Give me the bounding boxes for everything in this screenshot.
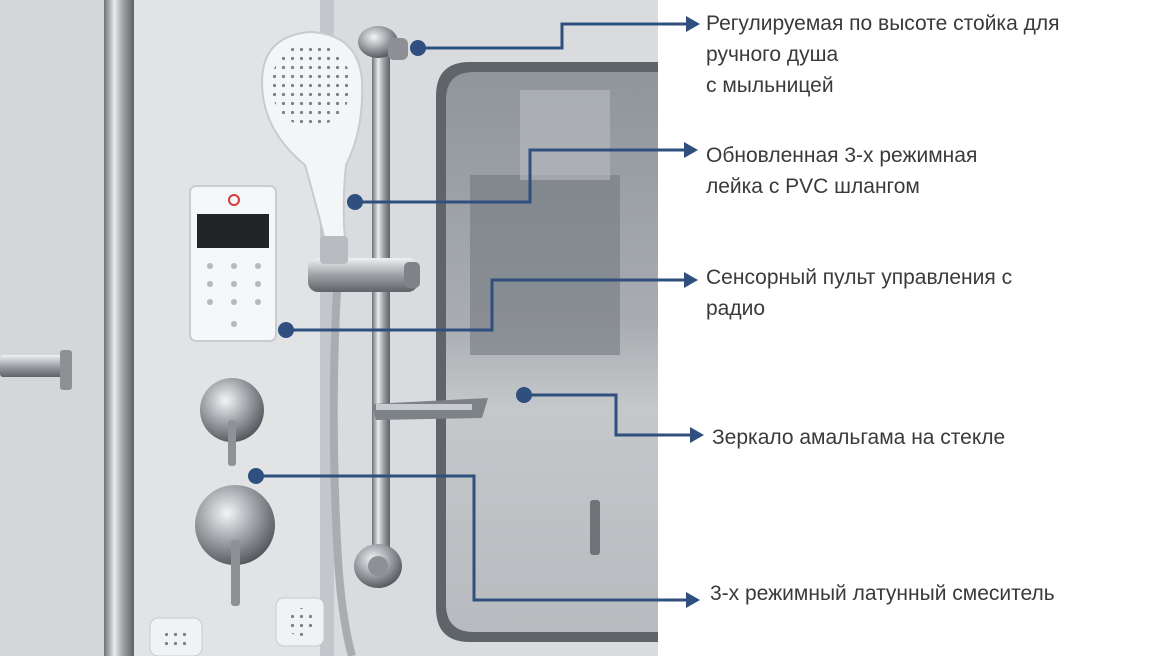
annotation-line: с мыльницей bbox=[706, 74, 834, 97]
callout-dot-4 bbox=[248, 468, 264, 484]
shower-handle-end bbox=[320, 236, 348, 264]
callout-line-3 bbox=[524, 393, 692, 437]
callout-line-4 bbox=[256, 474, 688, 602]
callout-line-2 bbox=[286, 278, 686, 332]
callout-dot-0 bbox=[410, 40, 426, 56]
callout-line-0 bbox=[418, 22, 688, 50]
callout-dot-1 bbox=[347, 194, 363, 210]
bar-top-bracket bbox=[388, 38, 408, 60]
annotation-line: Регулируемая по высоте стойка для bbox=[706, 12, 1060, 35]
annotation-line: лейка с PVC шлангом bbox=[706, 175, 920, 198]
annotation-line: ручного душа bbox=[706, 43, 839, 66]
annotation-mirror: Зеркало амальгама на стекле bbox=[712, 422, 1005, 453]
annotation-control-panel: Сенсорный пульт управления с радио bbox=[706, 262, 1012, 324]
holder-knob bbox=[404, 262, 420, 288]
panel-display bbox=[197, 214, 269, 248]
shower-holder bbox=[308, 258, 418, 292]
shower-slide-bar bbox=[372, 40, 390, 560]
arrowhead-1 bbox=[684, 142, 698, 158]
annotation-hand-shower: Обновленная 3-х режимная лейка с PVC шла… bbox=[706, 140, 977, 202]
callout-lines bbox=[256, 22, 692, 602]
glass-door bbox=[0, 0, 110, 656]
bar-bottom-cap bbox=[368, 556, 388, 576]
annotation-line: Зеркало амальгама на стекле bbox=[712, 426, 1006, 449]
callout-dot-2 bbox=[278, 322, 294, 338]
mixer-lever-bottom bbox=[231, 540, 240, 606]
annotation-slide-bar: Регулируемая по высоте стойка для ручног… bbox=[706, 8, 1059, 101]
jet-nozzles bbox=[286, 608, 314, 636]
arrowhead-4 bbox=[686, 592, 700, 608]
shower-hose bbox=[329, 289, 356, 656]
arrowhead-3 bbox=[690, 427, 704, 443]
callout-dots bbox=[248, 40, 532, 484]
door-handle-mount bbox=[60, 350, 72, 390]
callout-line-1 bbox=[355, 148, 686, 204]
callout-dot-3 bbox=[516, 387, 532, 403]
panel-buttons bbox=[207, 263, 261, 327]
arrowhead-0 bbox=[686, 16, 700, 32]
mixer-knob-bottom bbox=[195, 485, 275, 565]
annotation-mixer: 3-х режимный латунный смеситель bbox=[710, 578, 1055, 609]
soap-dish-rim bbox=[376, 404, 472, 410]
annotation-line: радио bbox=[706, 297, 766, 320]
door-handle bbox=[0, 355, 72, 377]
mirror-reflection-dark bbox=[470, 175, 620, 355]
annotation-line: Обновленная 3-х режимная bbox=[706, 144, 978, 167]
mirror-reflected-handle bbox=[590, 500, 600, 555]
jet-nozzles bbox=[162, 630, 190, 650]
arrowhead-2 bbox=[684, 272, 698, 288]
annotation-line: 3-х режимный латунный смеситель bbox=[710, 582, 1055, 605]
door-frame-profile bbox=[104, 0, 134, 656]
mixer-lever-top bbox=[228, 420, 236, 466]
callout-arrowheads bbox=[684, 16, 704, 608]
mixer-knob-top bbox=[200, 378, 264, 442]
power-icon bbox=[228, 194, 240, 206]
shower-nozzles bbox=[271, 43, 351, 127]
mirror-reflection-light bbox=[520, 90, 610, 180]
annotation-line: Сенсорный пульт управления с bbox=[706, 266, 1013, 289]
